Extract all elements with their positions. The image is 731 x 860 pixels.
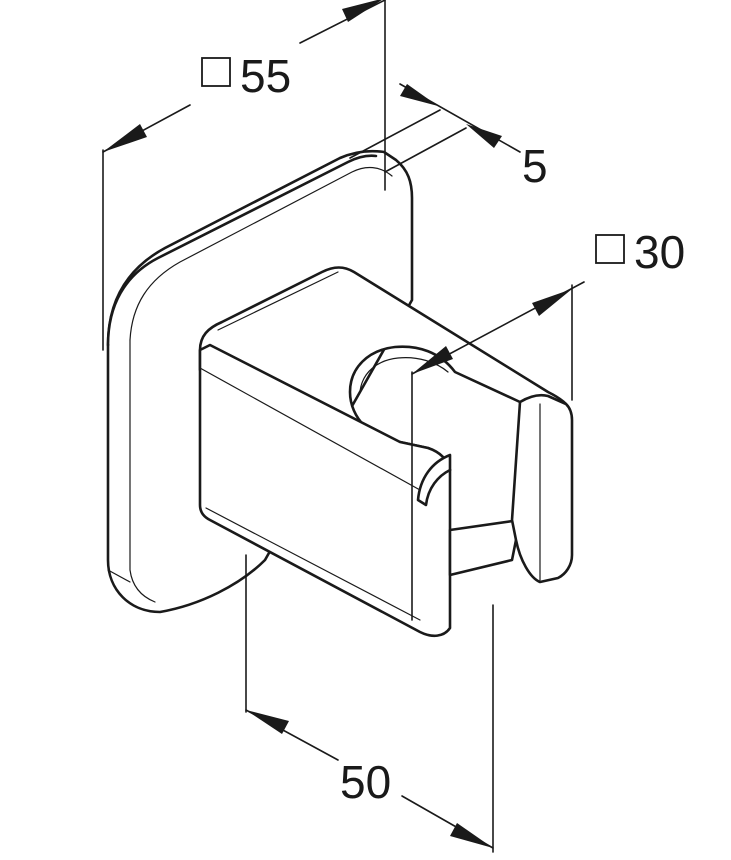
holder-edge-top: [217, 271, 339, 331]
holder-slot-inner: [448, 518, 522, 577]
dimension-5-extension-outer: [349, 109, 441, 159]
wall-plate-bevel: [129, 166, 393, 341]
holder-cradle-lip: [416, 453, 452, 507]
dimension-5-arrow-outer: [400, 84, 438, 106]
dimension-55-arrow-right: [342, 0, 382, 22]
dimension-5: 5: [349, 83, 548, 192]
dimension-55-arrow-left: [103, 124, 147, 152]
dimension-55-label: 55: [240, 50, 291, 102]
holder-block: [198, 266, 574, 638]
holder-front-face: [198, 343, 452, 638]
square-symbol: [201, 57, 231, 87]
wall-plate-back-edge: [106, 154, 378, 347]
dimension-30-arrow-left: [412, 346, 453, 374]
dimension-30-label: 30: [634, 226, 685, 278]
dimension-50-arrow-left: [246, 710, 289, 734]
dimension-55: 55: [102, 0, 386, 351]
dimension-30: 30: [411, 226, 685, 621]
square-symbol: [595, 234, 625, 264]
dimension-50-label: 50: [340, 756, 391, 808]
dimension-5-extension-inner: [384, 127, 467, 173]
dimension-55-line-right: [299, 0, 386, 44]
dimension-5-arrow-inner: [466, 124, 502, 148]
dimension-5-label: 5: [522, 140, 548, 192]
dimension-30-arrow-right: [532, 289, 572, 316]
wall-plate-edge-line: [107, 569, 131, 583]
wall-plate-bevel-inner: [129, 339, 156, 603]
dimension-50: 50: [245, 554, 494, 853]
holder-right-prong: [510, 393, 574, 584]
holder-edge-front-bottom: [205, 507, 421, 621]
dimension-50-arrow-right: [450, 823, 493, 848]
holder-edge-front-top: [199, 367, 421, 491]
